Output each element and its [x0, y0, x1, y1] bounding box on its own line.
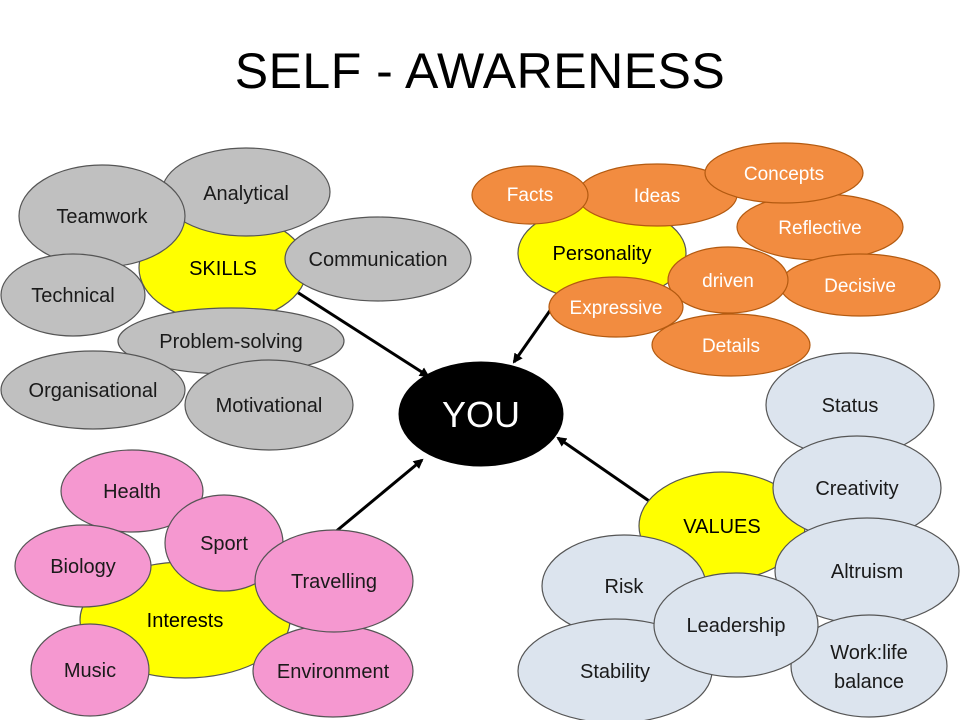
skill-label-technical: Technical: [31, 285, 114, 307]
personality-label-decisive: Decisive: [824, 276, 896, 297]
personality-label-driven: driven: [702, 271, 754, 292]
interest-label-sport: Sport: [200, 533, 248, 555]
value-node-work-life-balance: [790, 614, 948, 718]
value-label-leadership: Leadership: [687, 615, 786, 637]
value-label-risk: Risk: [605, 576, 645, 598]
skills-cluster: SKILLS Analytical Teamwork Communication…: [0, 147, 472, 451]
interest-label-environment: Environment: [277, 661, 390, 683]
skill-label-communication: Communication: [309, 249, 448, 271]
skill-node-organisational: [0, 350, 186, 430]
personality-label-reflective: Reflective: [778, 218, 861, 239]
skill-label-problem-solving: Problem-solving: [159, 331, 302, 353]
arrow-values-to-you: [556, 436, 653, 505]
interest-label-biology: Biology: [50, 556, 116, 578]
interest-node-travelling: [254, 529, 414, 633]
value-label-work-life: Work:life: [830, 642, 907, 664]
value-label-stability: Stability: [580, 661, 650, 683]
value-node-leadership: [653, 572, 819, 678]
personality-label-ideas: Ideas: [634, 186, 680, 207]
interests-cluster: Interests Health Sport Biology Music Env…: [14, 449, 414, 718]
value-label-status: Status: [822, 395, 879, 417]
skill-node-communication: [284, 216, 472, 302]
you-center-label: YOU: [442, 394, 520, 435]
skills-hub-label: SKILLS: [189, 258, 257, 280]
value-label-creativity: Creativity: [815, 478, 898, 500]
personality-node-facts: [471, 165, 589, 225]
skill-label-motivational: Motivational: [216, 395, 323, 417]
personality-label-details: Details: [702, 336, 760, 357]
personality-cluster: Personality Ideas Facts Reflective Conce…: [471, 142, 941, 377]
values-hub-label: VALUES: [683, 516, 760, 538]
interest-label-travelling: Travelling: [291, 571, 377, 593]
personality-node-driven: [667, 246, 789, 314]
skill-node-motivational: [184, 359, 354, 451]
arrow-skills-to-you: [296, 290, 430, 378]
skill-node-technical: [0, 253, 146, 337]
personality-node-concepts: [704, 142, 864, 204]
skill-label-teamwork: Teamwork: [56, 206, 148, 228]
you-center-node: [398, 361, 564, 467]
skill-label-organisational: Organisational: [29, 380, 158, 402]
personality-label-concepts: Concepts: [744, 164, 824, 185]
interests-hub-label: Interests: [147, 610, 224, 632]
skill-label-analytical: Analytical: [203, 183, 289, 205]
personality-node-expressive: [548, 276, 684, 338]
interest-node-music: [30, 623, 150, 717]
personality-node-details: [651, 313, 811, 377]
values-cluster: VALUES Status Creativity Altruism Risk W…: [517, 352, 960, 720]
value-label-balance: balance: [834, 671, 904, 693]
slide-title: SELF - AWARENESS: [234, 43, 726, 99]
arrow-interests-to-you: [333, 458, 424, 535]
personality-label-expressive: Expressive: [570, 298, 663, 319]
personality-label-facts: Facts: [507, 185, 553, 206]
personality-hub-label: Personality: [553, 243, 652, 265]
arrow-personality-to-you: [512, 301, 558, 364]
interest-node-health: [60, 449, 204, 533]
interest-node-biology: [14, 524, 152, 608]
interest-label-music: Music: [64, 660, 116, 682]
interest-label-health: Health: [103, 481, 161, 503]
value-label-altruism: Altruism: [831, 561, 903, 583]
